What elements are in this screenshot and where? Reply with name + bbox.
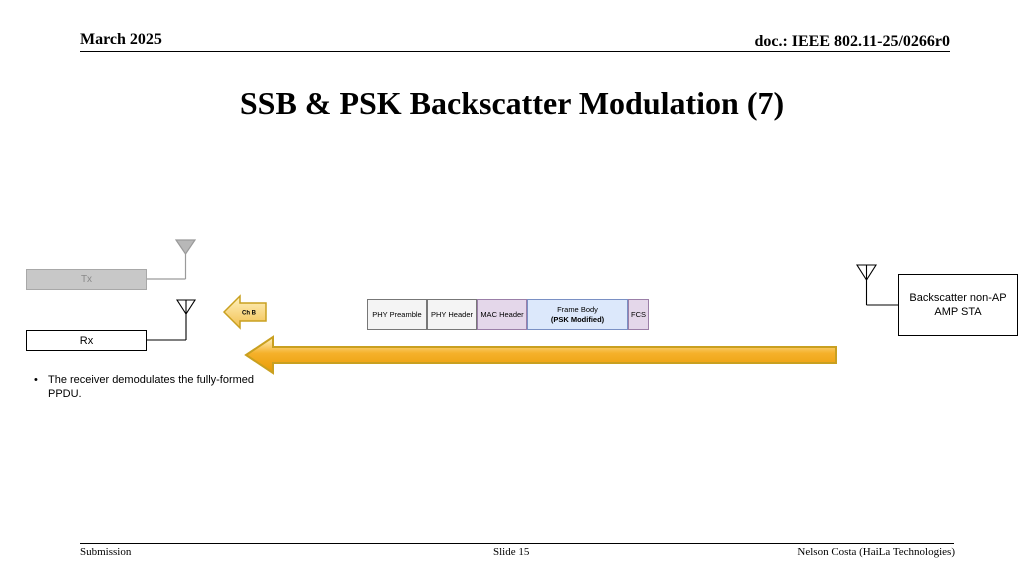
frame-segment-mac-header: MAC Header [477,299,527,330]
tx-antenna-icon [147,239,197,280]
footer-submission: Submission [80,546,132,558]
bullet-dot: • [34,374,38,386]
footer-divider [80,543,954,544]
slide-title: SSB & PSK Backscatter Modulation (7) [239,85,785,121]
frame-body-label: Frame Body [557,304,598,314]
backscatter-sta-box: Backscatter non-AP AMP STA [898,274,1018,336]
header-date: March 2025 [80,31,162,48]
receiver-note-text: The receiver demodulates the fully-forme… [48,374,255,400]
footer-author: Nelson Costa (HaiLa Technologies) [797,546,955,558]
footer-slide-number: Slide 15 [493,546,530,558]
frame-body-sublabel: (PSK Modified) [550,314,605,324]
frame-segment-phy-preamble: PHY Preamble [367,299,427,330]
tx-box: Tx [26,269,147,290]
frame-segment-fcs: FCS [628,299,649,330]
rx-antenna-icon [147,299,197,341]
rx-box: Rx [26,330,147,351]
channel-b-arrow-icon: Ch B [222,294,267,330]
backscatter-signal-arrow [244,335,837,375]
frame-segment-frame-body: Frame Body (PSK Modified) [527,299,628,330]
header-doc-id: doc.: IEEE 802.11-25/0266r0 [754,33,950,50]
channel-b-label: Ch B [242,311,257,317]
frame-segment-phy-header: PHY Header [427,299,477,330]
sta-antenna-icon [856,264,898,306]
header-divider [80,51,950,52]
